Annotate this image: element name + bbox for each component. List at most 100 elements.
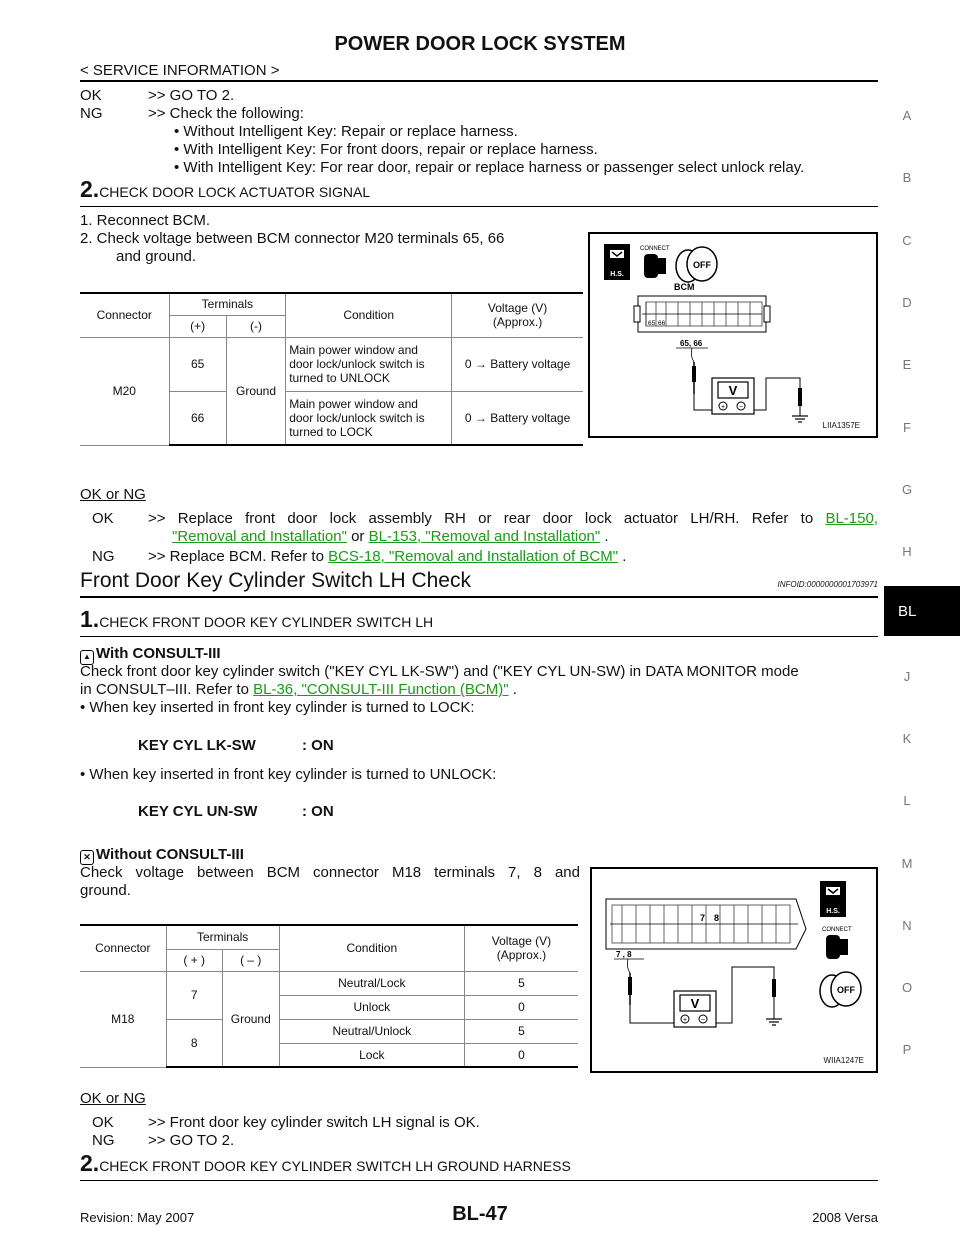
step-number: 2. <box>80 176 100 202</box>
without-consult-text: Check voltage between BCM connector M18 … <box>80 864 580 881</box>
figure-id: LIIA1357E <box>822 421 860 430</box>
step-title: CHECK FRONT DOOR KEY CYLINDER SWITCH LH … <box>99 1158 571 1174</box>
side-index-m[interactable]: M <box>901 856 913 871</box>
page-title: POWER DOOR LOCK SYSTEM <box>334 33 626 55</box>
svg-text:7: 7 <box>700 913 705 923</box>
ok-text: >> GO TO 2. <box>148 87 235 104</box>
side-index-e[interactable]: E <box>902 357 912 372</box>
side-index-b[interactable]: B <box>902 170 912 185</box>
with-consult-text: Check front door key cylinder switch ("K… <box>80 663 799 680</box>
side-index-o[interactable]: O <box>901 980 913 995</box>
link-bcs-18[interactable]: BCS-18, "Removal and Installation of BCM… <box>328 548 619 565</box>
side-index-p[interactable]: P <box>902 1042 912 1057</box>
svg-text:V: V <box>691 996 700 1011</box>
connector-icon: CONNECT <box>640 246 670 278</box>
svg-text:+: + <box>721 404 725 411</box>
connector-icon: CONNECT <box>822 927 852 959</box>
side-index-a[interactable]: A <box>902 108 912 123</box>
cell-voltage: 0 <box>463 995 578 1020</box>
info-id: INFOID:0000000001703971 <box>777 580 878 589</box>
link-bl-150[interactable]: BL-150, <box>825 510 878 527</box>
step-heading: 1.CHECK FRONT DOOR KEY CYLINDER SWITCH L… <box>80 606 433 633</box>
figure-bcm-m18: 7 8 H.S. CONNECT OFF 7 , 8 <box>590 867 878 1073</box>
header-voltage: Voltage (V)(Approx.) <box>451 292 583 338</box>
voltage-table-m20: Connector Terminals Condition Voltage (V… <box>80 292 583 446</box>
svg-text:8: 8 <box>714 913 719 923</box>
cell-voltage: 0 <box>463 1043 578 1068</box>
bullet-item: • With Intelligent Key: For front doors,… <box>174 141 598 158</box>
cell-terminal: 65 <box>168 337 227 392</box>
svg-text:BCM: BCM <box>674 282 695 292</box>
monitor-item-value: : ON <box>302 803 334 820</box>
cell-voltage: 0 → Battery voltage <box>451 337 583 392</box>
monitor-item-value: : ON <box>302 737 334 754</box>
svg-text:66: 66 <box>658 320 666 327</box>
side-index-l[interactable]: L <box>903 793 911 808</box>
side-index-k[interactable]: K <box>902 731 912 746</box>
figure-bcm-m20: H.S. CONNECT OFF BCM <box>588 232 878 438</box>
svg-text:V: V <box>729 383 738 398</box>
link-removal-installation[interactable]: "Removal and Installation" <box>172 528 347 545</box>
ok-text: >> Front door key cylinder switch LH sig… <box>148 1114 480 1131</box>
header-plus: ( + ) <box>165 949 223 972</box>
ok-label: OK <box>92 510 114 527</box>
cell-connector: M20 <box>80 337 170 446</box>
svg-text:OFF: OFF <box>837 985 855 995</box>
ignition-off-icon <box>675 246 718 283</box>
footer-revision: Revision: May 2007 <box>80 1210 195 1225</box>
side-index-d[interactable]: D <box>902 295 912 310</box>
bcm-connector <box>633 295 771 333</box>
header-connector: Connector <box>80 292 170 338</box>
instruction-line: 1. Reconnect BCM. <box>80 212 211 229</box>
svg-text:CONNECT: CONNECT <box>640 246 670 252</box>
header-terminals: Terminals <box>168 292 286 316</box>
side-index-f[interactable]: F <box>903 420 911 435</box>
step-title: CHECK DOOR LOCK ACTUATOR SIGNAL <box>99 184 371 200</box>
side-index-g[interactable]: G <box>901 482 913 497</box>
svg-text:H.S.: H.S. <box>826 908 840 915</box>
svg-text:65, 66: 65, 66 <box>680 339 703 348</box>
no-consult-icon: ✕ <box>80 850 94 865</box>
link-bl-153[interactable]: BL-153, "Removal and Installation" <box>368 528 601 545</box>
side-index-j[interactable]: J <box>903 669 911 684</box>
side-index-bl-active[interactable]: BL <box>884 586 960 636</box>
header-terminals: Terminals <box>165 924 280 950</box>
header-minus: (-) <box>225 315 286 338</box>
svg-text:OFF: OFF <box>693 260 711 270</box>
side-index-c[interactable]: C <box>902 233 912 248</box>
ng-label: NG <box>80 105 103 122</box>
ok-text: >> Replace front door lock assembly RH o… <box>148 510 878 527</box>
cell-condition: Unlock <box>278 995 465 1020</box>
bcm-m18-connector-diagram: 7 8 H.S. CONNECT OFF 7 , 8 <box>605 881 862 1028</box>
side-index-n[interactable]: N <box>902 918 912 933</box>
header-plus: (+) <box>168 315 227 338</box>
hs-icon <box>820 881 846 917</box>
cell-ground: Ground <box>225 337 286 446</box>
side-index-h[interactable]: H <box>902 544 912 559</box>
cell-condition: Lock <box>278 1043 465 1068</box>
ok-label: OK <box>92 1114 114 1131</box>
svg-text:−: − <box>701 1017 705 1024</box>
step-number: 2. <box>80 1150 100 1176</box>
section-breadcrumb: < SERVICE INFORMATION > <box>80 62 280 79</box>
link-bl-36[interactable]: BL-36, "CONSULT-III Function (BCM)" <box>253 681 509 698</box>
header-minus: ( – ) <box>221 949 280 972</box>
ng-label: NG <box>92 548 115 565</box>
header-voltage: Voltage (V)(Approx.) <box>463 924 578 972</box>
ng-label: NG <box>92 1132 115 1149</box>
cell-voltage: 5 <box>463 971 578 996</box>
ng-text: >> GO TO 2. <box>148 1132 235 1149</box>
svg-text:65: 65 <box>648 320 656 327</box>
voltage-table-m18: Connector Terminals Condition Voltage (V… <box>80 924 578 1068</box>
voltmeter-icon <box>711 377 755 415</box>
cell-connector: M18 <box>80 971 167 1068</box>
ignition-off-icon <box>819 971 862 1008</box>
step-rule <box>80 206 878 207</box>
step-rule <box>80 1180 878 1181</box>
monitor-item-name: KEY CYL UN-SW <box>138 803 258 820</box>
section-rule <box>80 596 878 598</box>
ok-or-ng-heading: OK or NG <box>80 486 146 503</box>
cell-terminal: 8 <box>165 1019 223 1068</box>
svg-text:H.S.: H.S. <box>610 271 624 278</box>
